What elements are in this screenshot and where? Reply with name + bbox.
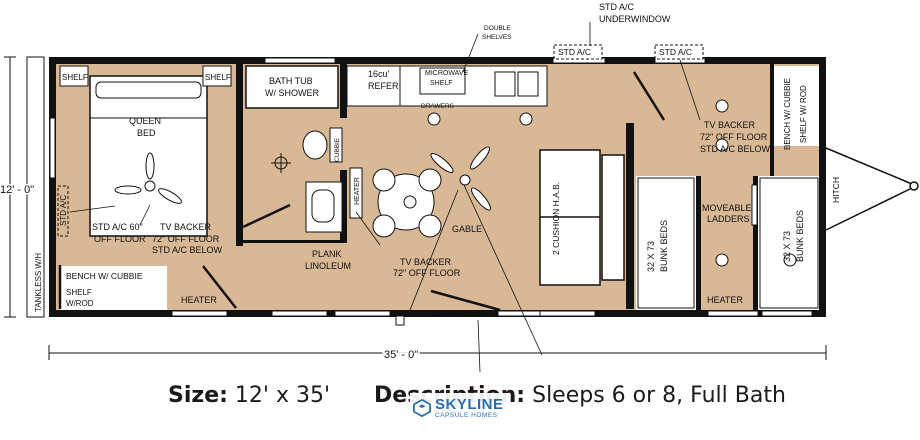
label-door-36: 36" HT DOOR xyxy=(432,308,486,318)
exterior-walls xyxy=(49,57,826,317)
bunk-room-left-floor xyxy=(636,176,696,311)
label-dim-width: 35' - 0" xyxy=(384,349,418,361)
bunk-bed-left xyxy=(637,177,695,309)
skyline-logo: SKYLINE CAPSULE HOMES xyxy=(410,393,510,423)
label-microwave-shelf: SHELF xyxy=(430,80,453,87)
ceiling-fan-bedroom xyxy=(114,152,182,204)
label-bunk-left-size: 32 X 73 xyxy=(646,241,656,272)
label-double-shelves-1: DOUBLE xyxy=(484,25,511,32)
label-microwave: MICROWAVE xyxy=(425,70,468,77)
bathtub xyxy=(245,65,339,109)
label-std-ac-60-floor: OFF FLOOR xyxy=(94,234,146,244)
size-label: Size: xyxy=(168,383,228,408)
label-double-shelves-2: SHELVES xyxy=(482,34,512,41)
doors xyxy=(58,71,666,312)
logo-subtitle: CAPSULE HOMES xyxy=(435,411,498,419)
windows xyxy=(49,57,813,317)
label-moveable: MOVEABLE xyxy=(702,203,752,213)
sofa xyxy=(539,149,625,286)
label-queen: QUEEN xyxy=(129,116,161,126)
ceiling-fan-living xyxy=(430,146,492,211)
ac-box-1 xyxy=(553,44,603,60)
label-tv-backer-right: TV BACKER xyxy=(704,120,756,130)
description-value: Sleeps 6 or 8, Full Bath xyxy=(532,383,786,408)
label-hitch: HITCH xyxy=(831,177,841,203)
bath-light xyxy=(271,153,291,173)
size-value: 12' x 35' xyxy=(234,383,331,408)
label-bunk-right-size: 32 X 73 xyxy=(782,231,792,262)
label-shelf-left-bench: SHELF xyxy=(66,288,92,297)
label-shelf-left: SHELF xyxy=(62,73,88,82)
label-bath-tub: BATH TUB xyxy=(269,76,313,86)
label-side-ac: STD A/C xyxy=(59,195,68,226)
label-tv-backer-right-below: STD A/C BELOW xyxy=(700,144,771,154)
ladder xyxy=(751,184,758,226)
leader-lines xyxy=(69,22,701,373)
bathroom-sink xyxy=(305,181,343,233)
kitchen-counter xyxy=(346,65,548,107)
label-heater-right: HEATER xyxy=(707,295,743,305)
label-bench-cubbie-left: BENCH W/ CUBBIE xyxy=(66,271,143,281)
hitch xyxy=(825,147,919,231)
label-tv-backer-left-below: STD A/C BELOW xyxy=(152,245,223,255)
door-step xyxy=(395,315,405,326)
label-bunk-left: BUNK BEDS xyxy=(659,220,669,272)
label-ladders: LADDERS xyxy=(707,214,750,224)
label-shelf-right: SHELF xyxy=(205,73,231,82)
label-heater-left: HEATER xyxy=(181,295,217,305)
label-rod-left-bench: W/ROD xyxy=(66,299,94,308)
interior-walls xyxy=(236,64,774,311)
label-plank: PLANK xyxy=(312,249,342,259)
label-tankless-wh: TANKLESS W/H xyxy=(34,253,43,312)
label-bunk-right: BUNK BEDS xyxy=(795,210,805,262)
bench-right-floor xyxy=(774,66,824,146)
label-heater-vertical: HEATER xyxy=(354,177,361,205)
bunk-bed-right xyxy=(759,177,819,309)
side-ac-unit xyxy=(57,185,69,237)
ceiling-lights xyxy=(403,99,797,267)
label-gable: GABLE xyxy=(452,224,482,234)
label-tv-backer-mid: TV BACKER xyxy=(400,257,452,267)
label-shelf-rod-right: SHELF W/ ROD xyxy=(799,85,808,143)
label-cushion-hab: 2 CUSHION H.A.B. xyxy=(551,182,561,255)
label-drawers: DRAWERS xyxy=(421,103,455,110)
label-ac-box-2: STD A/C xyxy=(659,47,692,57)
label-refer: REFER xyxy=(368,81,399,91)
ac-box-2 xyxy=(654,44,704,60)
label-bed: BED xyxy=(137,128,156,138)
label-bench-cubbie-right: BENCH W/ CUBBIE xyxy=(783,78,792,150)
bunk-room-right-floor xyxy=(758,176,824,311)
label-linoleum: LINOLEUM xyxy=(305,261,351,271)
label-tv-backer-right-floor: 72" OFF FLOOR xyxy=(700,132,768,142)
label-tv-backer-left: TV BACKER xyxy=(160,222,212,232)
label-std-ac-60: STD A/C 60" xyxy=(92,222,143,232)
label-std-ac-under: STD A/C xyxy=(599,2,635,12)
label-under-window: UNDERWINDOW xyxy=(599,14,671,24)
label-with-shower: W/ SHOWER xyxy=(265,88,319,98)
label-refer-size: 16cu' xyxy=(368,69,390,79)
logo-name: SKYLINE xyxy=(435,395,504,413)
heater-vertical xyxy=(349,167,363,219)
dimensions xyxy=(4,56,827,360)
toilet xyxy=(302,127,343,163)
label-ac-box-1: STD A/C xyxy=(558,47,591,57)
label-tv-backer-left-floor: 72" OFF FLOOR xyxy=(152,234,220,244)
label-tv-backer-mid-floor: 72" OFF FLOOR xyxy=(393,268,461,278)
bench-left-floor xyxy=(60,266,167,310)
label-cubbie: CUBBIE xyxy=(334,137,341,162)
logo-mark-icon xyxy=(413,399,431,417)
label-dim-height: 12' - 0" xyxy=(0,184,34,196)
